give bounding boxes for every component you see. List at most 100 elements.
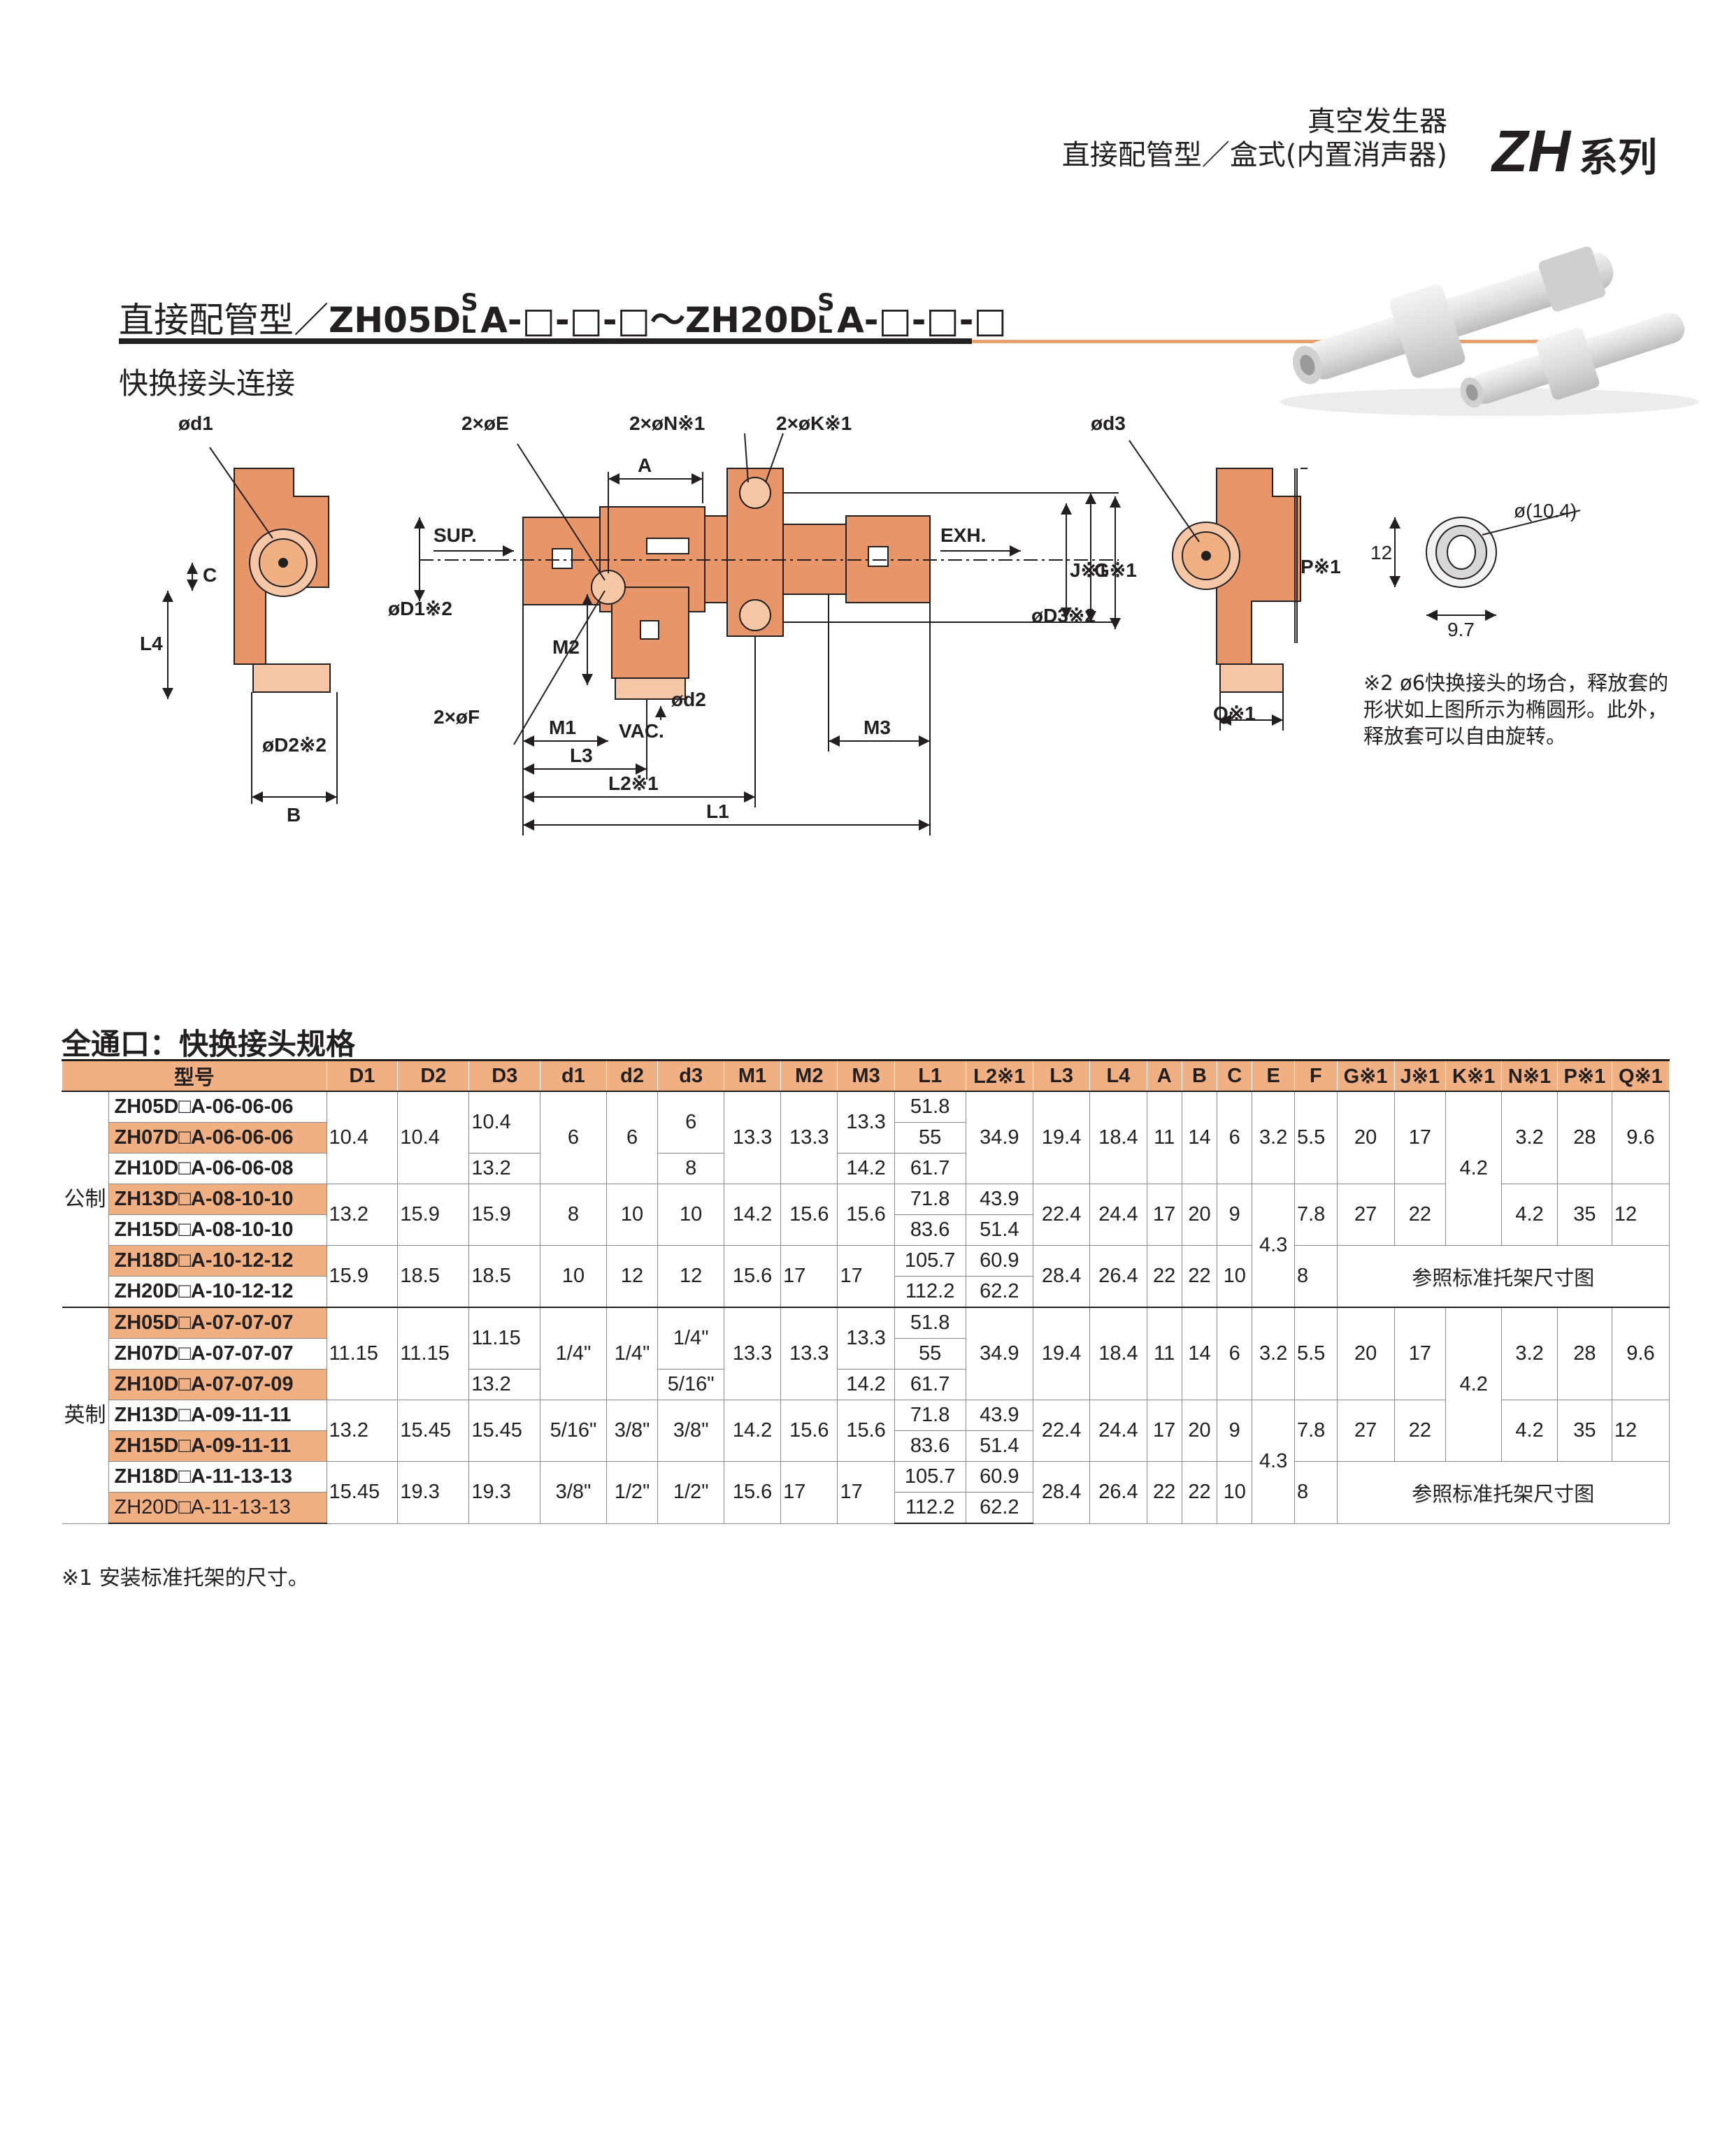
cell: 20 xyxy=(1181,1184,1218,1246)
header-line1: 真空发生器 xyxy=(1307,106,1447,138)
model-cell: ZH05D□A-07-07-07 xyxy=(108,1307,327,1339)
series-code: ZH xyxy=(1492,118,1570,184)
cell: 51.8 xyxy=(894,1307,966,1339)
table-header-row: 型号 D1 D2 D3 d1 d2 d3 M1 M2 M3 L1 L2※1 L3… xyxy=(62,1059,1670,1092)
cell: 28 xyxy=(1557,1307,1612,1400)
spec-table: 型号 D1 D2 D3 d1 d2 d3 M1 M2 M3 L1 L2※1 L3… xyxy=(62,1059,1670,1524)
series-word: 系列 xyxy=(1579,136,1657,181)
cell: 34.9 xyxy=(965,1091,1034,1184)
th-Q: Q※1 xyxy=(1611,1059,1670,1092)
title-s2: S xyxy=(817,289,835,317)
title-model: ZH05D xyxy=(329,300,461,340)
cell: 12 xyxy=(657,1245,724,1308)
th-F: F xyxy=(1294,1059,1338,1092)
cell: 5.5 xyxy=(1294,1091,1338,1184)
cell: 19.3 xyxy=(468,1461,541,1524)
label-B: B xyxy=(287,804,301,826)
cell: 3.2 xyxy=(1252,1091,1295,1184)
table-row: ZH07D□A-07-07-07 55 xyxy=(62,1338,1670,1370)
th-J: J※1 xyxy=(1393,1059,1447,1092)
th-L4: L4 xyxy=(1089,1059,1147,1092)
cell: 11.15 xyxy=(397,1307,470,1400)
label-G: G※1 xyxy=(1094,559,1137,581)
cell: 15.45 xyxy=(468,1400,541,1462)
table-row: 公制 ZH05D□A-06-06-06 10.4 10.4 10.4 6 6 6… xyxy=(62,1091,1670,1308)
cell: 61.7 xyxy=(894,1153,966,1184)
cell: 10 xyxy=(1217,1245,1253,1308)
table-title: 全通口：快换接头规格 xyxy=(62,1027,356,1061)
cell: 6 xyxy=(540,1091,607,1184)
cell: 24.4 xyxy=(1089,1184,1147,1246)
th-G: G※1 xyxy=(1336,1059,1395,1092)
cell: 12 xyxy=(1611,1184,1670,1246)
cell: 13.2 xyxy=(326,1400,399,1462)
cell: 51.8 xyxy=(894,1091,966,1123)
cell: 15.9 xyxy=(397,1184,470,1246)
cell: 9 xyxy=(1217,1184,1253,1246)
cell: 20 xyxy=(1336,1091,1395,1184)
title-tail2: A-□-□-□ xyxy=(837,300,1007,340)
cell: 6 xyxy=(1217,1307,1253,1400)
cell: 3/8" xyxy=(540,1461,607,1524)
cell: 14.2 xyxy=(837,1369,895,1400)
group-inch: 英制 xyxy=(62,1307,109,1524)
cell: 43.9 xyxy=(965,1400,1034,1431)
cell: 26.4 xyxy=(1089,1461,1147,1524)
cell: 1/2" xyxy=(657,1461,724,1524)
th-d1: d1 xyxy=(540,1059,607,1092)
dimension-drawing: ød1 øD2※2 B C L4 2×øE 2×øN※1 2×øK※1 A SU… xyxy=(140,412,1581,835)
cell: 15.6 xyxy=(837,1184,895,1246)
table-row: ZH20D□A-11-13-13 112.2 62.2 xyxy=(62,1492,1670,1524)
cell: 19.4 xyxy=(1033,1091,1091,1184)
table-row: ZH10D□A-06-06-08 13.2 8 14.2 61.7 xyxy=(62,1153,1670,1184)
label-d3: ød3 xyxy=(1091,412,1126,434)
cell: 22 xyxy=(1393,1184,1447,1246)
label-EXH: EXH. xyxy=(940,524,986,546)
th-L3: L3 xyxy=(1033,1059,1091,1092)
cell: 112.2 xyxy=(894,1492,966,1524)
th-P: P※1 xyxy=(1557,1059,1612,1092)
cell: 15.6 xyxy=(780,1400,838,1462)
cell: 28.4 xyxy=(1033,1245,1091,1308)
cell: 17 xyxy=(1146,1184,1182,1246)
label-d2: ød2 xyxy=(671,689,706,710)
title-s: S xyxy=(461,289,478,317)
cell: 13.3 xyxy=(837,1091,895,1154)
table-row: ZH18D□A-10-12-12 15.9 18.5 18.5 10 12 12… xyxy=(62,1245,1670,1308)
th-d3: d3 xyxy=(657,1059,724,1092)
label-C: C xyxy=(203,564,217,586)
cell: 28 xyxy=(1557,1091,1612,1184)
cell: 28.4 xyxy=(1033,1461,1091,1524)
model-cell: ZH05D□A-06-06-06 xyxy=(108,1091,327,1123)
product-photo xyxy=(1280,246,1699,416)
cell: 8 xyxy=(1294,1245,1338,1308)
label-A: A xyxy=(638,454,652,476)
model-cell: ZH20D□A-11-13-13 xyxy=(108,1492,327,1524)
cell: 13.2 xyxy=(468,1153,541,1184)
cell: 22 xyxy=(1181,1461,1218,1524)
cell: 3.2 xyxy=(1501,1091,1559,1184)
cell: 4.3 xyxy=(1252,1184,1295,1308)
cell: 15.6 xyxy=(780,1184,838,1246)
table-row: ZH13D□A-08-10-10 13.2 15.9 15.9 8 10 10 … xyxy=(62,1184,1670,1308)
label-Q: Q※1 xyxy=(1213,703,1256,724)
label-VAC: VAC. xyxy=(619,720,664,742)
label-L3: L3 xyxy=(570,745,593,766)
cell: 17 xyxy=(837,1461,895,1524)
cell: 105.7 xyxy=(894,1245,966,1277)
cell: 14.2 xyxy=(837,1153,895,1184)
cell: 71.8 xyxy=(894,1184,966,1215)
cell: 15.9 xyxy=(326,1245,399,1308)
cell: 13.3 xyxy=(780,1091,838,1184)
cell: 13.2 xyxy=(468,1369,541,1400)
cell: 3.2 xyxy=(1252,1307,1295,1400)
cell: 3.2 xyxy=(1501,1307,1559,1400)
cell: 3/8" xyxy=(657,1400,724,1462)
cell: 11 xyxy=(1146,1091,1182,1184)
cell: 60.9 xyxy=(965,1461,1034,1493)
cell: 17 xyxy=(780,1245,838,1308)
cell: 13.3 xyxy=(723,1091,782,1184)
cell: 34.9 xyxy=(965,1307,1034,1400)
